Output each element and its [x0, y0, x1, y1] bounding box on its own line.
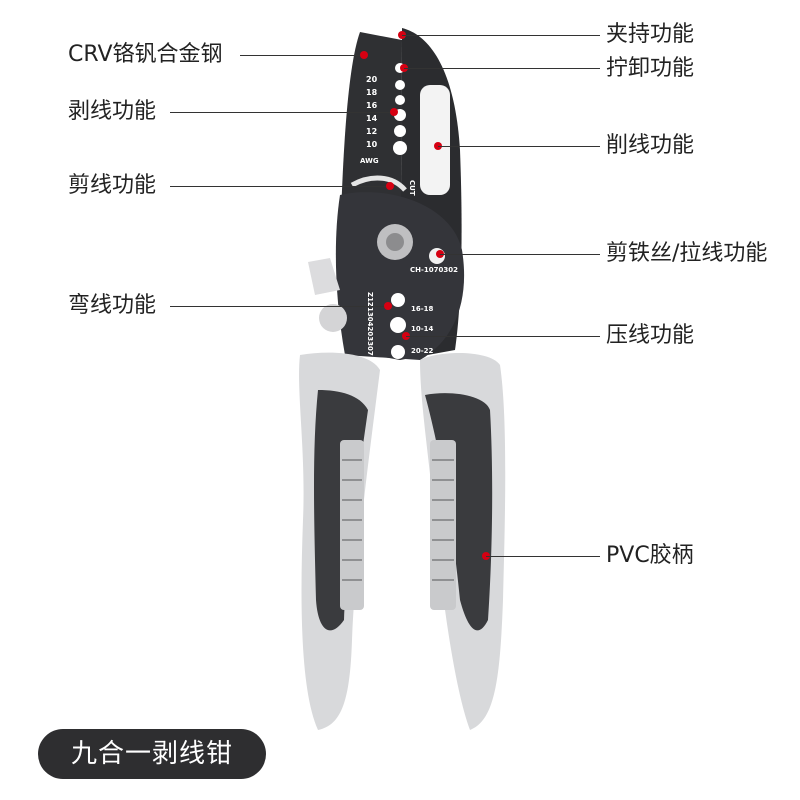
marker-cutting	[386, 182, 394, 190]
awg-size-14: 14	[366, 114, 378, 123]
awg-size-20: 20	[366, 75, 378, 84]
leader-crimping	[406, 336, 600, 337]
leader-pvc-handle	[486, 556, 600, 557]
leader-shaving	[438, 146, 600, 147]
leader-screw-removal	[404, 68, 600, 69]
pivot-plate	[335, 192, 465, 360]
grip-ribs	[342, 459, 454, 581]
callout-clamping: 夹持功能	[606, 22, 695, 47]
leader-bending	[170, 306, 388, 307]
awg-size-12: 12	[366, 127, 377, 136]
callout-crv-steel: CRV铬钒合金钢	[68, 42, 223, 67]
left-grip-panel	[340, 440, 364, 610]
awg-size-10: 10	[366, 140, 378, 149]
crimp-size-10-14: 10-14	[411, 325, 434, 333]
callout-screw-removal: 拧卸功能	[606, 56, 695, 81]
right-grip-panel	[430, 440, 456, 610]
product-name-banner: 九合一剥线钳	[38, 729, 266, 779]
callout-shaving: 削线功能	[606, 133, 695, 158]
callout-pvc-handle: PVC胶柄	[606, 543, 694, 568]
marker-crv-steel	[360, 51, 368, 59]
callout-bending: 弯线功能	[68, 293, 157, 318]
cutting-edge	[350, 175, 407, 192]
callout-crimping: 压线功能	[606, 323, 695, 348]
marker-bending	[384, 302, 392, 310]
awg-size-18: 18	[366, 88, 378, 97]
awg-label: AWG	[360, 157, 379, 165]
leader-iron-wire-cut	[440, 254, 600, 255]
shaving-window	[420, 85, 450, 195]
cut-label: CUT	[408, 180, 416, 196]
lock-tab	[308, 258, 340, 295]
marker-stripping	[390, 108, 398, 116]
leader-cutting	[170, 186, 390, 187]
leader-crv-steel	[240, 55, 364, 56]
callout-iron-wire-cut: 剪铁丝/拉线功能	[606, 241, 768, 266]
crimp-size-20-22: 20-22	[411, 347, 434, 355]
lock-knob	[319, 304, 347, 332]
leader-clamping	[402, 35, 600, 36]
callout-cutting: 剪线功能	[68, 173, 157, 198]
callout-stripping: 剥线功能	[68, 99, 157, 124]
crimp-size-16-18: 16-18	[411, 305, 434, 313]
model-number: CH-1070302	[410, 266, 458, 274]
crimp-notches	[390, 293, 406, 359]
serial-number: Z1Z1304203307	[366, 292, 374, 356]
leader-stripping	[170, 112, 394, 113]
awg-size-16: 16	[366, 101, 378, 110]
